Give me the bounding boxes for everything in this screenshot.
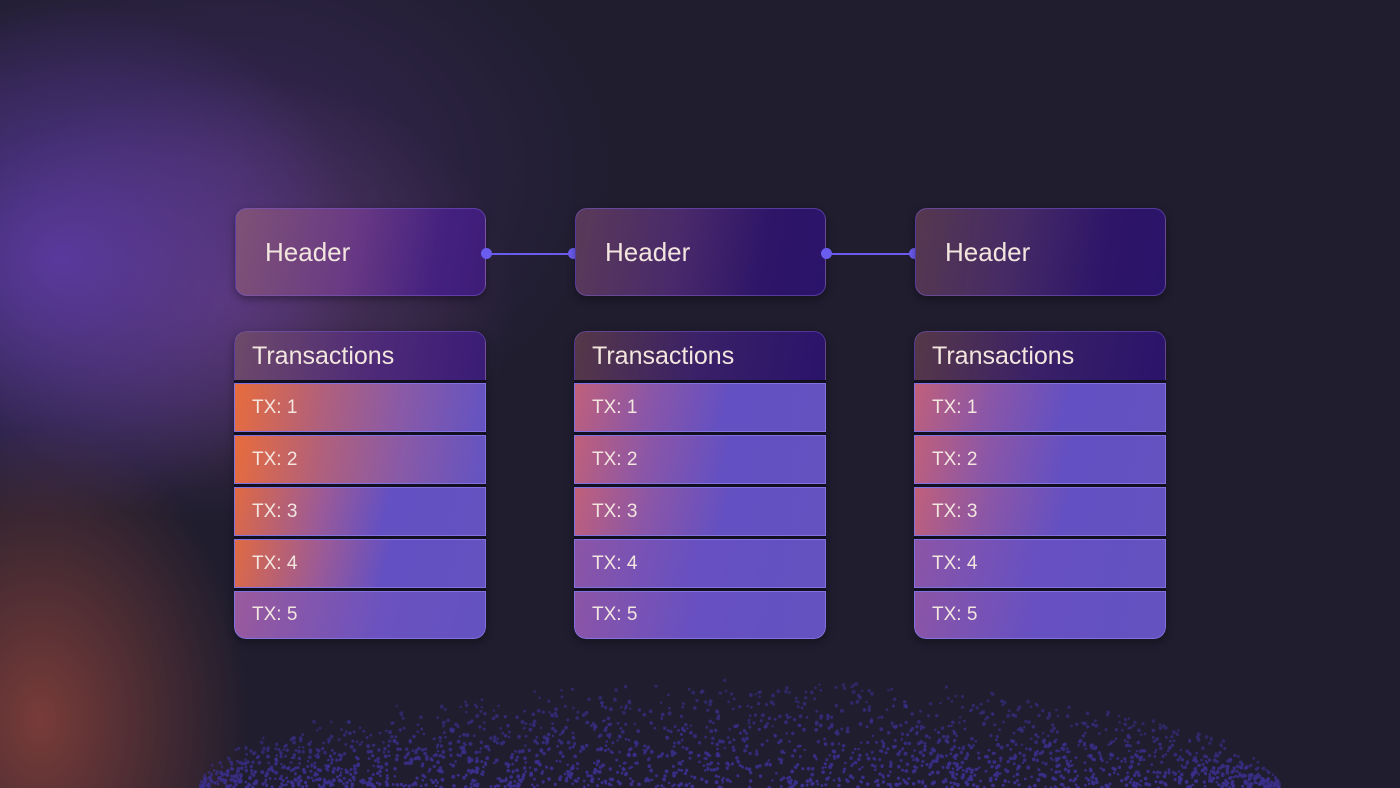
connector-dot — [821, 248, 832, 259]
chain-link-2-3 — [826, 253, 914, 255]
transaction-row: TX: 2 — [234, 435, 486, 484]
transaction-row: TX: 1 — [234, 383, 486, 432]
transactions-title: Transactions — [234, 331, 486, 380]
connector-dot — [909, 248, 920, 259]
block-3-header: Header — [915, 208, 1166, 296]
transactions-title: Transactions — [574, 331, 826, 380]
block-2-header: Header — [575, 208, 826, 296]
block-header-label: Header — [265, 236, 351, 267]
transaction-row: TX: 4 — [914, 539, 1166, 588]
transaction-row: TX: 2 — [914, 435, 1166, 484]
transaction-row: TX: 1 — [574, 383, 826, 432]
transaction-row: TX: 2 — [574, 435, 826, 484]
block-1-header: Header — [235, 208, 486, 296]
transaction-row: TX: 5 — [574, 591, 826, 639]
transaction-row: TX: 3 — [574, 487, 826, 536]
block-header-label: Header — [605, 236, 691, 267]
transaction-row: TX: 5 — [234, 591, 486, 639]
transaction-row: TX: 4 — [574, 539, 826, 588]
connector-dot — [481, 248, 492, 259]
block-2-transactions: Transactions TX: 1 TX: 2 TX: 3 TX: 4 TX:… — [574, 331, 826, 639]
transaction-row: TX: 4 — [234, 539, 486, 588]
transaction-row: TX: 3 — [234, 487, 486, 536]
transactions-title: Transactions — [914, 331, 1166, 380]
transaction-row: TX: 1 — [914, 383, 1166, 432]
connector-dot — [568, 248, 579, 259]
transaction-row: TX: 5 — [914, 591, 1166, 639]
block-3-transactions: Transactions TX: 1 TX: 2 TX: 3 TX: 4 TX:… — [914, 331, 1166, 639]
transaction-row: TX: 3 — [914, 487, 1166, 536]
block-header-label: Header — [945, 236, 1031, 267]
chain-link-1-2 — [486, 253, 574, 255]
block-1-transactions: Transactions TX: 1 TX: 2 TX: 3 TX: 4 TX:… — [234, 331, 486, 639]
